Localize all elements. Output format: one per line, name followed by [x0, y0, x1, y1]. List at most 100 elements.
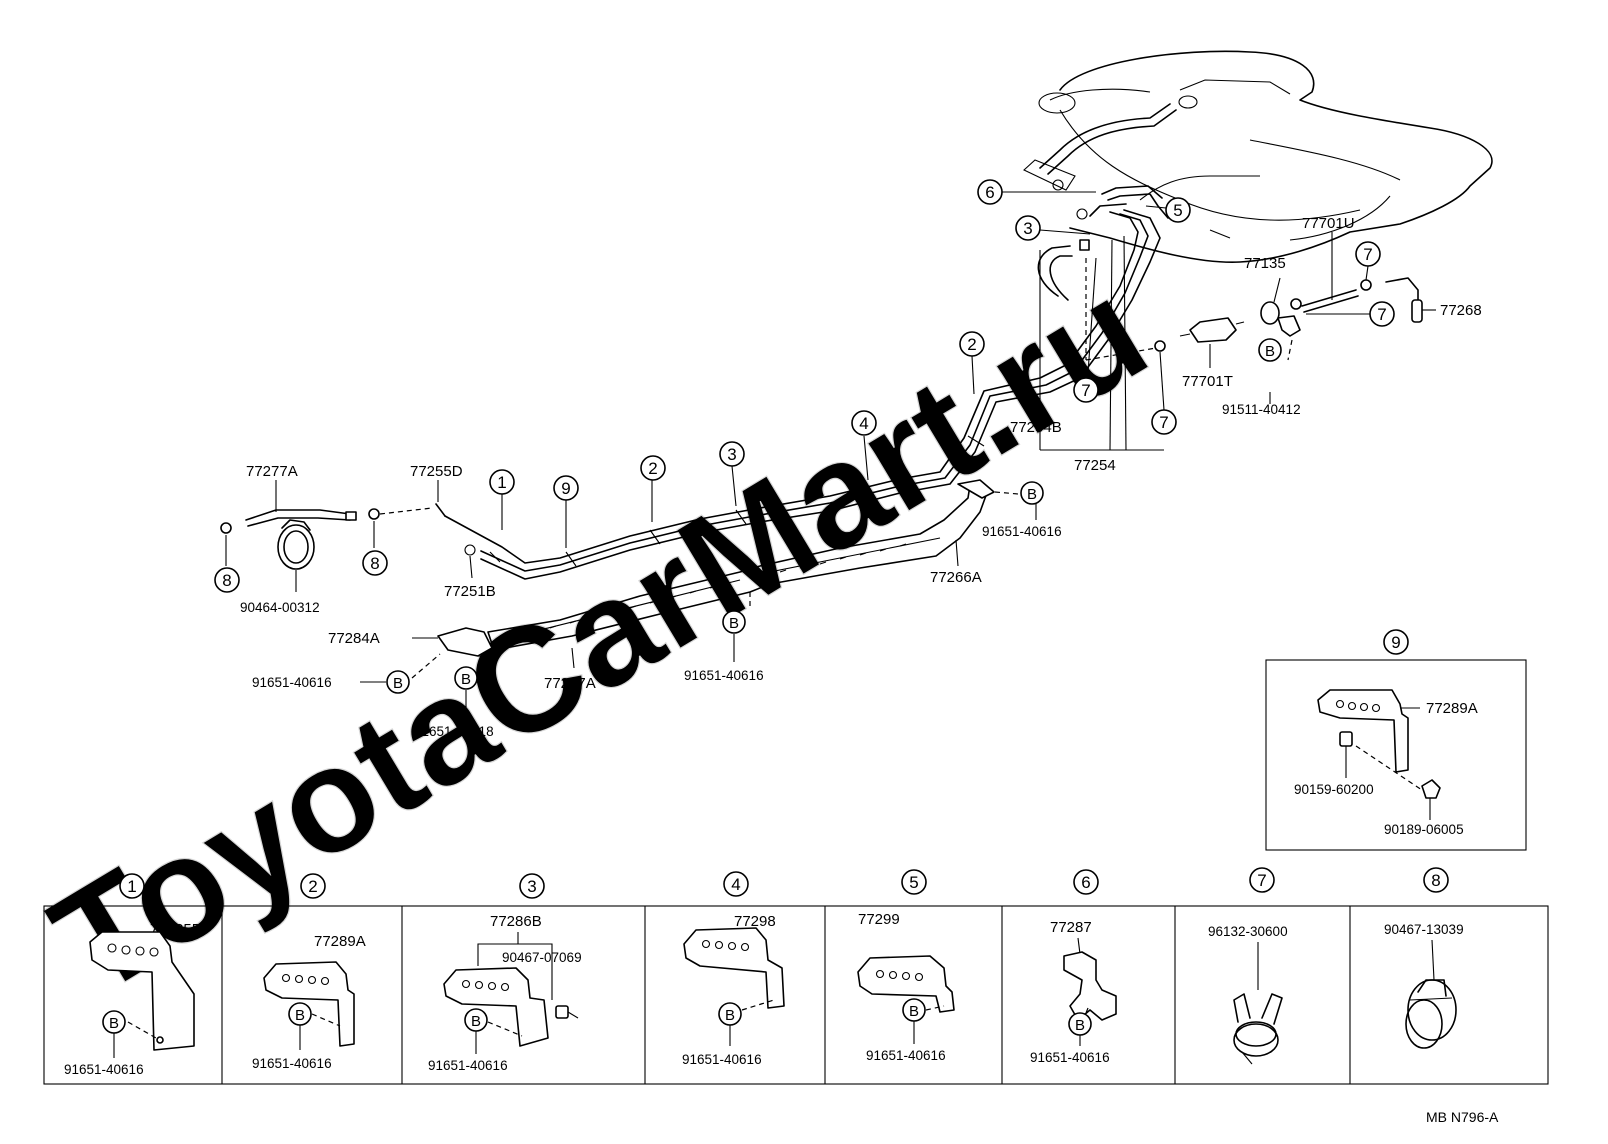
detail-7: 7 96132-30600: [1208, 867, 1288, 1065]
svg-text:B: B: [1075, 1017, 1085, 1034]
svg-text:6: 6: [985, 183, 994, 202]
label-77255D: 77255D: [410, 463, 463, 480]
callout-7-c: 7: [1355, 241, 1381, 267]
inset-9-part: 77289A: [1426, 700, 1478, 717]
svg-text:3: 3: [527, 877, 536, 896]
label-77267A: 77267A: [544, 675, 596, 692]
detail-6: 6 77287 B 91651-40616: [1030, 869, 1117, 1065]
tank-braces: [437, 479, 995, 657]
inset-9-bolt: 90159-60200: [1294, 782, 1374, 797]
detail-3: 3 77286B 90467-07069 B 91651-40616: [428, 873, 582, 1073]
svg-text:91651-40616: 91651-40616: [866, 1048, 946, 1063]
svg-text:91651-40616: 91651-40616: [64, 1062, 144, 1077]
label-91651-40616-c: 91651-40616: [982, 524, 1062, 539]
svg-text:90467-13039: 90467-13039: [1384, 922, 1464, 937]
label-91511-40412: 91511-40412: [1222, 402, 1301, 417]
label-77268: 77268: [1440, 302, 1482, 319]
filler-parts: [220, 503, 446, 570]
label-77701U: 77701U: [1302, 215, 1355, 232]
label-91651-40618: 91651-40618: [414, 724, 494, 739]
bolt-callout-c: B: [386, 670, 410, 694]
svg-text:2: 2: [308, 877, 317, 896]
callout-3-mid: 3: [719, 441, 745, 467]
callout-9: 9: [553, 475, 579, 501]
svg-text:5: 5: [1173, 201, 1182, 220]
svg-text:8: 8: [1431, 871, 1440, 890]
svg-text:2: 2: [648, 459, 657, 478]
callout-8-mid: 8: [362, 550, 388, 576]
svg-text:91651-40616: 91651-40616: [682, 1052, 762, 1067]
callout-4: 4: [851, 410, 877, 436]
svg-text:8: 8: [222, 571, 231, 590]
label-77254: 77254: [1074, 457, 1116, 474]
svg-text:3: 3: [727, 445, 736, 464]
inset-9-nut: 90189-06005: [1384, 822, 1464, 837]
svg-text:B: B: [109, 1015, 119, 1032]
detail-1: 1 77285B B 91651-40616: [64, 873, 202, 1077]
svg-text:77299: 77299: [858, 911, 900, 928]
detail-8: 8 90467-13039: [1384, 867, 1464, 1049]
svg-text:1: 1: [497, 473, 506, 492]
label-77135: 77135: [1244, 255, 1286, 272]
callout-3-top: 3: [1015, 215, 1041, 241]
callout-2-left: 2: [640, 455, 666, 481]
svg-text:7: 7: [1159, 413, 1168, 432]
label-90464-00312: 90464-00312: [240, 600, 320, 615]
callout-5: 5: [1165, 197, 1191, 223]
svg-text:77285B: 77285B: [150, 921, 202, 938]
bolt-callout-b: B: [722, 610, 746, 634]
watermark: ToyotaCarMart.ru: [25, 245, 1174, 1027]
detail-5: 5 77299 B 91651-40616: [857, 869, 955, 1063]
svg-text:1: 1: [127, 877, 136, 896]
svg-text:77287: 77287: [1050, 919, 1092, 936]
callout-2-right: 2: [959, 331, 985, 357]
svg-text:B: B: [471, 1013, 481, 1030]
svg-text:B: B: [295, 1007, 305, 1024]
detail-2: 2 77289A B 91651-40616: [252, 873, 366, 1071]
svg-text:77286B: 77286B: [490, 913, 542, 930]
svg-text:7: 7: [1081, 381, 1090, 400]
svg-text:B: B: [909, 1003, 919, 1020]
svg-text:B: B: [1027, 486, 1037, 503]
svg-text:8: 8: [370, 554, 379, 573]
svg-text:7: 7: [1377, 305, 1386, 324]
label-91651-40616-b: 91651-40616: [684, 668, 764, 683]
svg-text:77298: 77298: [734, 913, 776, 930]
svg-text:5: 5: [909, 873, 918, 892]
detail-strip: 1 77285B B 91651-40616 2 77289A B 91651-…: [43, 867, 1549, 1085]
label-77254B: 77254B: [1010, 419, 1062, 436]
svg-text:7: 7: [1363, 245, 1372, 264]
hose-77254B: [1037, 245, 1071, 297]
detail-4: 4 77298 B 91651-40616: [682, 871, 785, 1067]
svg-text:91651-40616: 91651-40616: [1030, 1050, 1110, 1065]
bolt-callout-d: B: [454, 666, 478, 690]
svg-text:B: B: [1265, 343, 1275, 360]
svg-text:91651-40616: 91651-40616: [428, 1058, 508, 1073]
label-77277A: 77277A: [246, 463, 298, 480]
svg-text:B: B: [729, 615, 739, 632]
fuel-lines: [444, 185, 1169, 580]
svg-text:77289A: 77289A: [314, 933, 366, 950]
callout-7-b: 7: [1151, 409, 1177, 435]
svg-text:9: 9: [1391, 633, 1400, 652]
drawing-code: MB N796-A: [1426, 1109, 1499, 1125]
svg-text:4: 4: [859, 414, 868, 433]
callout-8-left: 8: [214, 567, 240, 593]
svg-text:2: 2: [967, 335, 976, 354]
svg-text:B: B: [725, 1007, 735, 1024]
fuel-tank: [1023, 50, 1493, 263]
label-91651-40616-a: 91651-40616: [252, 675, 332, 690]
inset-9-callout: 9: [1383, 629, 1409, 655]
bolt-callout-a: B: [1020, 481, 1044, 505]
svg-text:90467-07069: 90467-07069: [502, 950, 582, 965]
svg-text:B: B: [393, 675, 403, 692]
svg-text:B: B: [461, 671, 471, 688]
bolt-callout-e: B: [1258, 338, 1282, 362]
inset-9: 9 77289A 90159-60200 90189-06005: [1265, 629, 1527, 851]
svg-text:91651-40616: 91651-40616: [252, 1056, 332, 1071]
label-77251B: 77251B: [444, 583, 496, 600]
svg-text:96132-30600: 96132-30600: [1208, 924, 1288, 939]
label-77284A: 77284A: [328, 630, 380, 647]
svg-text:7: 7: [1257, 871, 1266, 890]
